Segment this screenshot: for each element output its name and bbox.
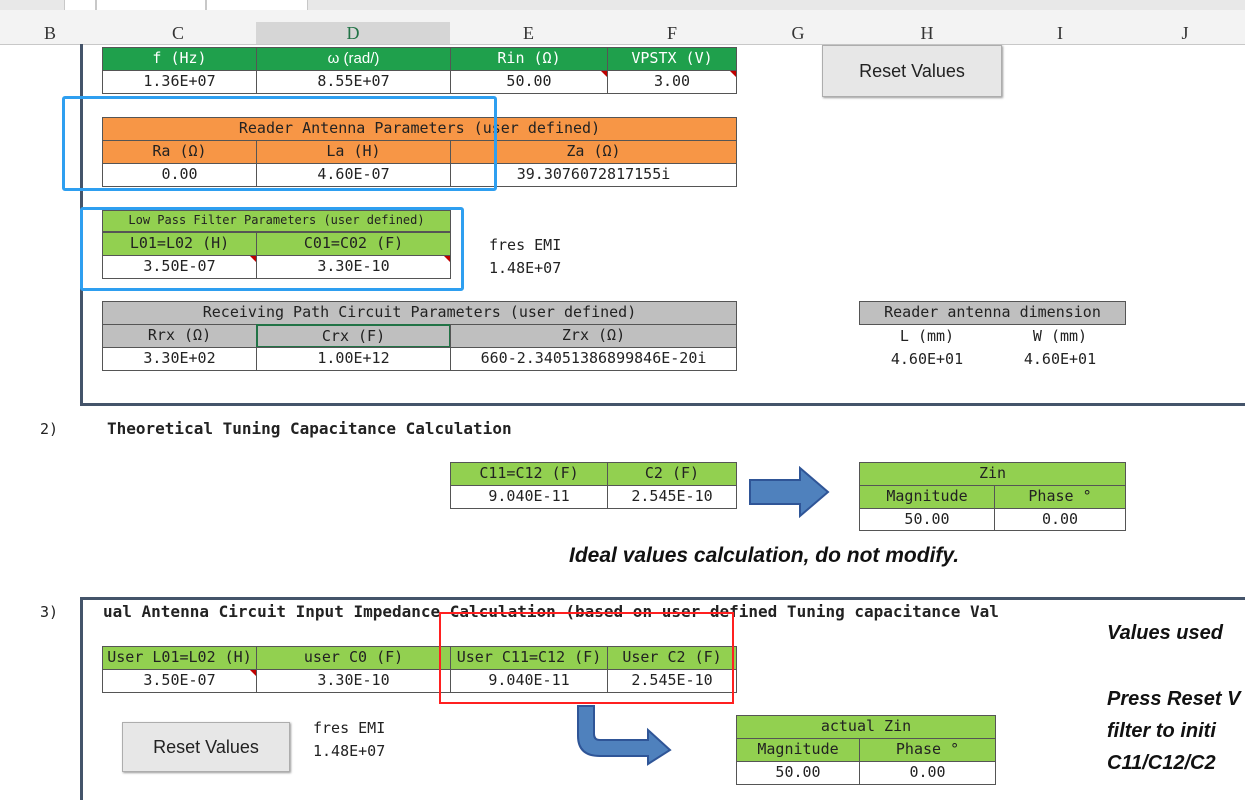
receiving-value-crx[interactable]: 1.00E+12 (256, 347, 451, 371)
sheet-tab-strip (0, 0, 1245, 11)
reader-antenna-title: Reader Antenna Parameters (user defined) (102, 117, 737, 141)
zin-title: Zin (859, 462, 1126, 486)
side-note-press-reset: Press Reset V (1107, 688, 1241, 710)
zin-header-phase: Phase ° (994, 485, 1126, 509)
theory-value-c2[interactable]: 2.545E-10 (607, 485, 737, 509)
comment-marker[interactable] (444, 256, 450, 262)
user-value-c11[interactable]: 9.040E-11 (450, 669, 608, 693)
reset-values-button[interactable]: Reset Values (822, 45, 1002, 97)
receiving-header-rrx: Rrx (Ω) (102, 324, 257, 348)
param-header-f: f (Hz) (102, 47, 257, 71)
column-header-i[interactable]: I (1057, 23, 1063, 43)
receiving-path-title: Receiving Path Circuit Parameters (user … (102, 301, 737, 325)
column-header-h[interactable]: H (920, 23, 934, 43)
lpf-value-l01-text: 3.50E-07 (143, 257, 216, 275)
param-value-f[interactable]: 1.36E+07 (102, 70, 257, 94)
dimension-title: Reader antenna dimension (859, 301, 1126, 325)
param-value-vpstx-text: 3.00 (653, 72, 691, 90)
lpf-value-c01[interactable]: 3.30E-10 (256, 255, 451, 279)
fres-emi-label: fres EMI (489, 236, 562, 254)
reader-antenna-value-za[interactable]: 39.3076072817155i (450, 163, 737, 187)
reader-antenna-header-ra: Ra (Ω) (102, 140, 257, 164)
reader-antenna-header-za: Za (Ω) (450, 140, 737, 164)
dimension-value-l[interactable]: 4.60E+01 (890, 350, 964, 368)
reader-antenna-highlight (62, 96, 497, 191)
user-value-c0[interactable]: 3.30E-10 (256, 669, 451, 693)
user-value-l01-text: 3.50E-07 (143, 671, 216, 689)
theory-header-c11: C11=C12 (F) (450, 462, 608, 486)
zin-value-magnitude[interactable]: 50.00 (859, 508, 995, 531)
param-value-omega[interactable]: 8.55E+07 (256, 70, 451, 94)
receiving-value-zrx[interactable]: 660-2.34051386899846E-20i (450, 347, 737, 371)
fres-emi-value: 1.48E+07 (489, 259, 562, 277)
actual-zin-header-magnitude: Magnitude (736, 738, 860, 762)
lpf-header-c01: C01=C02 (F) (256, 232, 451, 256)
column-header-b[interactable]: B (43, 23, 56, 43)
user-header-l01: User L01=L02 (H) (102, 646, 257, 670)
column-header-bar: B C D E F G H I J (0, 10, 1245, 45)
dimension-header-l: L (mm) (899, 327, 955, 345)
theory-value-c11[interactable]: 9.040E-11 (450, 485, 608, 509)
fres-emi-value-bottom: 1.48E+07 (313, 742, 386, 760)
receiving-value-rrx[interactable]: 3.30E+02 (102, 347, 257, 371)
section3-title: ual Antenna Circuit Input Impedance Calc… (103, 602, 999, 621)
reader-antenna-value-ra[interactable]: 0.00 (102, 163, 257, 187)
param-header-omega: ω (rad/) (256, 47, 451, 71)
section2-title: Theoretical Tuning Capacitance Calculati… (107, 419, 512, 438)
column-header-e[interactable]: E (523, 23, 534, 43)
lpf-header-l01: L01=L02 (H) (102, 232, 257, 256)
column-header-g[interactable]: G (791, 23, 805, 43)
lpf-value-l01[interactable]: 3.50E-07 (102, 255, 257, 279)
comment-marker[interactable] (601, 71, 607, 77)
param-value-rin-text: 50.00 (506, 72, 552, 90)
actual-zin-value-phase[interactable]: 0.00 (859, 761, 996, 785)
lpf-title: Low Pass Filter Parameters (user defined… (102, 210, 451, 232)
column-header-d[interactable]: D (256, 22, 450, 44)
section3-frame (80, 597, 1245, 800)
reader-antenna-header-la: La (H) (256, 140, 451, 164)
right-arrow-icon (749, 466, 830, 518)
comment-marker[interactable] (730, 71, 736, 77)
theory-header-c2: C2 (F) (607, 462, 737, 486)
user-capacitance-highlight (439, 612, 734, 704)
param-value-rin[interactable]: 50.00 (450, 70, 608, 94)
row-label-2: 2) (40, 420, 59, 438)
param-header-vpstx: VPSTX (V) (607, 47, 737, 71)
zin-value-phase[interactable]: 0.00 (994, 508, 1126, 531)
column-header-c[interactable]: C (171, 23, 184, 43)
fres-emi-label-bottom: fres EMI (313, 719, 386, 737)
user-value-l01[interactable]: 3.50E-07 (102, 669, 257, 693)
column-header-f[interactable]: F (666, 23, 677, 43)
side-note-filter: filter to initi (1107, 720, 1216, 742)
comment-marker[interactable] (250, 256, 256, 262)
user-header-c11: User C11=C12 (F) (450, 646, 608, 670)
row-label-3: 3) (40, 603, 59, 621)
actual-zin-header-phase: Phase ° (859, 738, 996, 762)
actual-zin-title: actual Zin (736, 715, 996, 739)
down-right-arrow-icon (577, 705, 672, 766)
side-note-capacitors: C11/C12/C2 (1107, 752, 1216, 774)
dimension-header-w: W (mm) (1032, 327, 1088, 345)
param-value-vpstx[interactable]: 3.00 (607, 70, 737, 94)
comment-marker[interactable] (250, 670, 256, 676)
user-header-c0: user C0 (F) (256, 646, 451, 670)
user-header-c2: User C2 (F) (607, 646, 737, 670)
receiving-header-crx[interactable]: Crx (F) (256, 324, 451, 348)
reader-antenna-value-la[interactable]: 4.60E-07 (256, 163, 451, 187)
actual-zin-value-magnitude[interactable]: 50.00 (736, 761, 860, 785)
ideal-values-note: Ideal values calculation, do not modify. (569, 544, 960, 567)
lpf-value-c01-text: 3.30E-10 (317, 257, 390, 275)
reset-values-button-bottom[interactable]: Reset Values (122, 722, 290, 772)
receiving-header-zrx: Zrx (Ω) (450, 324, 737, 348)
user-value-c2[interactable]: 2.545E-10 (607, 669, 737, 693)
side-note-values-used: Values used (1107, 622, 1223, 644)
lpf-highlight (80, 207, 464, 291)
zin-header-magnitude: Magnitude (859, 485, 995, 509)
param-header-rin: Rin (Ω) (450, 47, 608, 71)
dimension-value-w[interactable]: 4.60E+01 (1023, 350, 1097, 368)
column-header-j[interactable]: J (1181, 23, 1189, 43)
